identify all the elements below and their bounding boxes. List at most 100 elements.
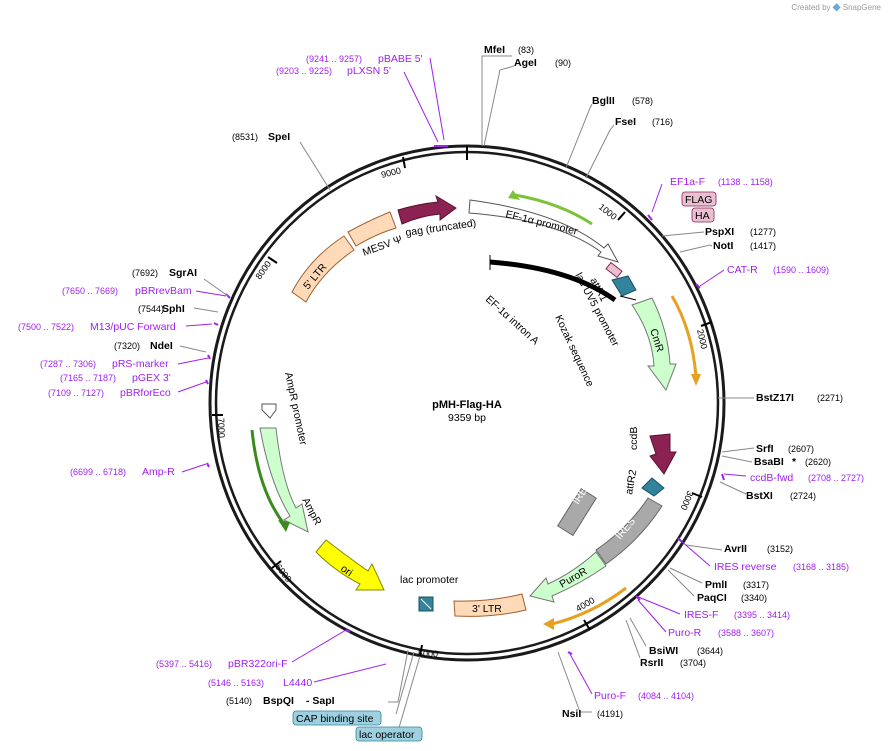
ltr5-box[interactable] (291, 235, 355, 303)
enzyme-FseI-pos: (716) (652, 117, 673, 127)
enzyme-MfeI: MfeI (484, 44, 505, 56)
enzyme-BstXI: BstXI (746, 490, 773, 502)
primer-AmpR: Amp-R (142, 466, 175, 478)
enzyme-SapI: - SapI (306, 695, 335, 707)
cmr-arrow[interactable] (631, 297, 677, 392)
enzyme-BglII-pos: (578) (632, 96, 653, 106)
attr1-arrow[interactable] (611, 275, 637, 297)
plasmid-length: 9359 bp (448, 412, 486, 424)
primer-connector-lines (177, 57, 747, 695)
enzyme-BstZ17I: BstZ17I (756, 392, 794, 404)
enzyme-PmlI: PmlI (705, 579, 727, 591)
primer-pLXSN-pos: (9203 .. 9225) (276, 66, 332, 76)
primer-pBABE-pos: (9241 .. 9257) (306, 54, 362, 64)
ruler-label-2000: 2000 (695, 328, 709, 350)
ltr3-label: 3' LTR (472, 603, 502, 615)
flag-label: FLAG (685, 194, 712, 206)
enzyme-BspQI-pos: (5140) (226, 696, 252, 706)
ires-outer-box[interactable] (595, 497, 663, 565)
primer-ccdBfwd-pos: (2708 .. 2727) (808, 473, 864, 483)
enzyme-BsaBI-star: * (792, 456, 797, 468)
enzyme-RsrII-pos: (3704) (680, 658, 706, 668)
attr1-site[interactable] (605, 261, 623, 279)
primer-IRESF: IRES-F (684, 609, 718, 621)
ruler-label-7000: 7000 (216, 418, 227, 438)
cap-box[interactable] (292, 710, 382, 726)
primer-PuroR: Puro-R (668, 627, 702, 639)
enzyme-AvrII: AvrII (724, 543, 747, 555)
ltr3-box[interactable] (453, 593, 527, 617)
ampr-promoter-label: AmpR promoter (282, 371, 309, 446)
primer-L4440: L4440 (283, 677, 312, 689)
enzyme-AgeI-pos: (90) (555, 58, 571, 68)
primer-EF1aF-pos: (1138 .. 1158) (718, 177, 773, 187)
enzyme-PspXI: PspXI (705, 226, 734, 238)
ccdb-arrow[interactable] (649, 433, 677, 475)
orange-primer-arc-cat (670, 295, 698, 377)
ampr-promoter-arrow[interactable] (261, 403, 277, 419)
enzyme-AgeI: AgeI (514, 57, 537, 69)
enzyme-BspQI: BspQI (263, 695, 294, 707)
enzyme-BsiWI-pos: (3644) (697, 646, 723, 656)
enzyme-AvrII-pos: (3152) (767, 544, 793, 554)
primer-IRESF-pos: (3395 .. 3414) (734, 610, 790, 620)
primer-pRSmarker-pos: (7287 .. 7306) (40, 359, 96, 369)
snapgene-logo: ◆ (832, 2, 841, 13)
ef1a-intron-arc[interactable] (489, 259, 617, 303)
enzyme-NotI-pos: (1417) (750, 241, 776, 251)
mesv-box[interactable] (347, 211, 397, 247)
ccdb-label: ccdB (628, 427, 640, 450)
ef1a-intron-label: EF-1α intron A (483, 293, 541, 347)
primer-pBABE: pBABE 5' (378, 53, 423, 65)
ha-label: HA (695, 210, 710, 222)
attr2-arrow[interactable] (641, 477, 665, 497)
enzyme-BsaBI-pos: (2620) (805, 457, 831, 467)
ruler-label-5000: 5000 (418, 649, 438, 659)
primer-EF1aF: EF1a-F (670, 176, 705, 188)
primer-pGEX3: pGEX 3' (132, 372, 171, 384)
primer-pBRrevBam: pBRrevBam (135, 285, 192, 297)
cap-label: CAP binding site (296, 713, 374, 725)
flag-box[interactable] (681, 191, 717, 207)
ori-label: ori (338, 563, 354, 580)
puror-arrow[interactable] (529, 551, 607, 603)
enzyme-labels-right: MfeI (83) AgeI (90) BglII (578) FseI (71… (484, 44, 843, 720)
ruler-label-1000: 1000 (597, 202, 619, 222)
enzyme-SphI-pos: (7544) (138, 304, 164, 314)
enzyme-labels-left: (8531) SpeI (7692) SgrAI (7544) SphI (73… (114, 131, 335, 707)
ruler: 1000 2000 3000 4000 5000 6000 7000 8000 … (212, 156, 713, 659)
enzyme-NotI: NotI (713, 240, 733, 252)
primer-pBRforEco-pos: (7109 .. 7127) (48, 388, 104, 398)
ampr-arrow[interactable] (259, 427, 309, 533)
primer-pGEX3-pos: (7165 .. 7187) (60, 373, 116, 383)
ha-box[interactable] (691, 207, 715, 223)
ef1a-promoter-arrow[interactable] (468, 199, 620, 263)
enzyme-SgrAI: SgrAI (169, 267, 197, 279)
primer-PuroR-pos: (3588 .. 3607) (718, 628, 774, 638)
ori-arrow[interactable] (315, 539, 385, 591)
primer-IRESreverse-pos: (3168 .. 3185) (793, 562, 849, 572)
lac-operator-box[interactable] (355, 726, 423, 742)
ruler-label-9000: 9000 (380, 165, 402, 180)
enzyme-BstZ17I-pos: (2271) (817, 393, 843, 403)
enzyme-PmlI-pos: (3317) (743, 580, 769, 590)
enzyme-BsaBI: BsaBI (754, 456, 784, 468)
enzyme-SgrAI-pos: (7692) (132, 268, 158, 278)
enzyme-BstXI-pos: (2724) (790, 491, 816, 501)
primer-CATR: CAT-R (727, 264, 758, 276)
ef1a-promoter-label: EF-1α promoter (504, 208, 579, 238)
enzyme-PaqCI: PaqCI (697, 592, 727, 604)
primer-pRSmarker: pRS-marker (112, 358, 169, 370)
gag-arrow[interactable] (397, 194, 457, 225)
primer-pBR322oriF-pos: (5397 .. 5416) (156, 659, 212, 669)
enzyme-SpeI: SpeI (268, 131, 290, 143)
enzyme-SpeI-pos: (8531) (232, 132, 258, 142)
gag-label: gag (truncated) (405, 217, 477, 239)
credit-prefix: Created by (791, 3, 831, 12)
primer-pLXSN: pLXSN 5' (347, 65, 391, 77)
orange-primer-arc-puro (551, 586, 627, 626)
boxed-feature-labels: FLAG HA CAP binding site lac operator (292, 191, 717, 742)
primer-M13pUC: M13/pUC Forward (90, 321, 176, 333)
ires-inner-box[interactable] (557, 487, 597, 537)
